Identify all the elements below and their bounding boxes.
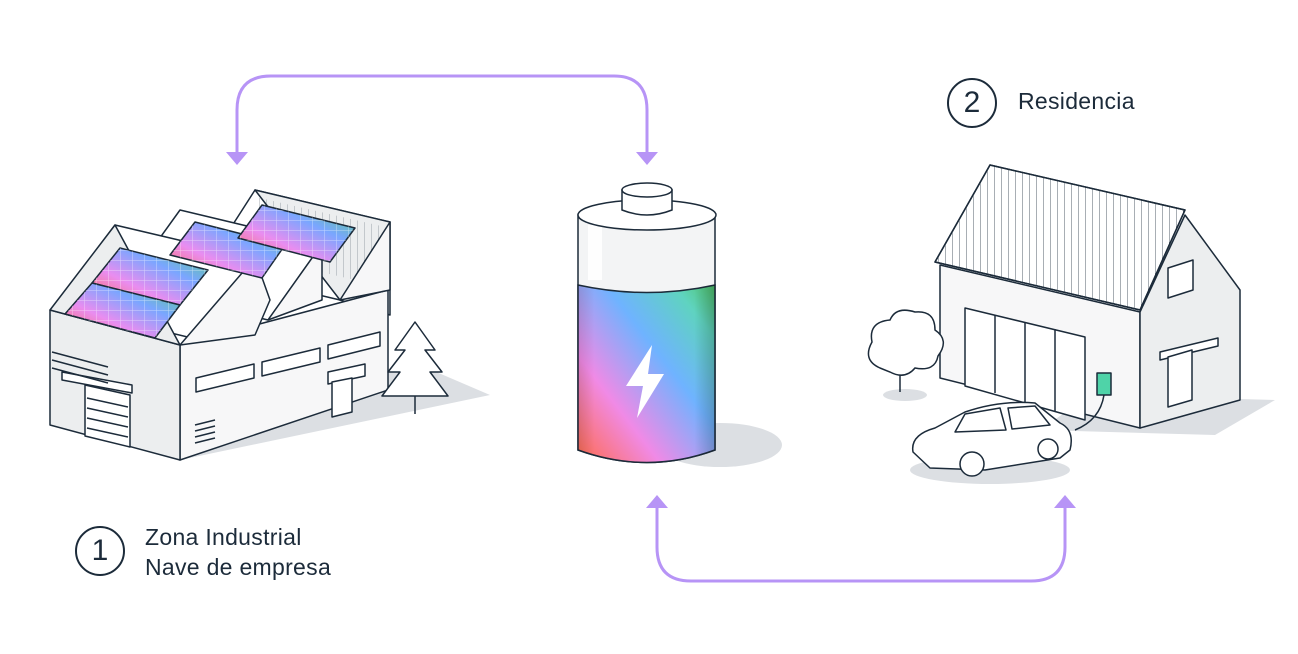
tree-icon <box>381 321 449 414</box>
battery-icon <box>577 182 782 467</box>
location-2-label: Residencia <box>1018 86 1135 116</box>
house-icon <box>934 164 1275 435</box>
factory-icon <box>49 189 490 461</box>
location-1-number-badge: 1 <box>75 526 125 576</box>
flow-arrow-bottom <box>655 503 1067 583</box>
location-2-line-1: Residencia <box>1018 88 1135 114</box>
arrowhead-to-factory <box>226 152 248 165</box>
location-1-line-1: Zona Industrial <box>145 524 302 550</box>
arrowhead-to-house <box>1054 495 1076 508</box>
arrowhead-from-battery <box>646 495 668 508</box>
arrowhead-to-battery <box>636 152 658 165</box>
charger-icon <box>1096 372 1112 396</box>
location-2-number-badge: 2 <box>947 78 997 128</box>
tree-icon <box>867 309 944 401</box>
lightning-bolt-icon <box>626 345 664 418</box>
location-1-line-2: Nave de empresa <box>145 554 332 580</box>
flow-arrow-top <box>235 74 649 157</box>
car-icon <box>910 401 1072 484</box>
location-1-label: Zona Industrial Nave de empresa <box>145 522 331 582</box>
